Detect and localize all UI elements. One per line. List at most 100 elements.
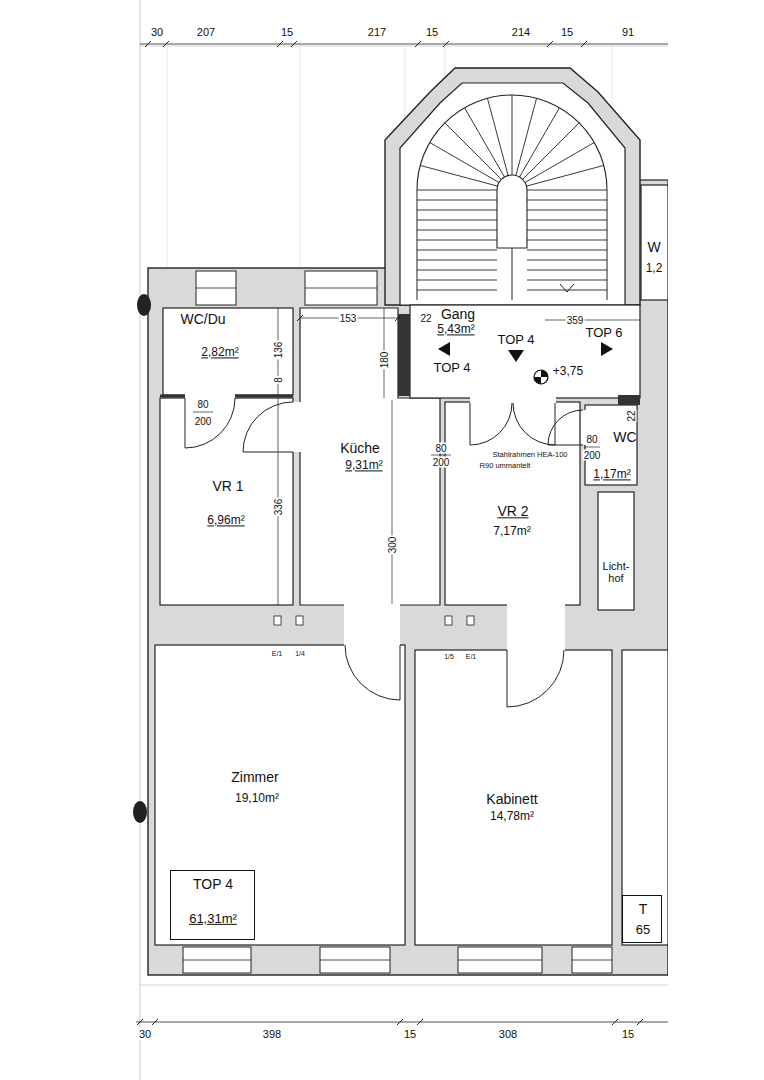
window-pane: [305, 288, 377, 289]
guide-line: [140, 0, 141, 1080]
window: [572, 947, 612, 973]
stair-step: [417, 270, 497, 271]
dimension-tick: [395, 315, 401, 321]
window-pane: [572, 960, 612, 961]
dimension: 398: [262, 1028, 282, 1040]
stairwell: [400, 83, 625, 305]
dimension-tick: [397, 1019, 403, 1025]
stair-side: [607, 190, 608, 300]
door-opening: [185, 393, 235, 399]
dimension: 30: [150, 26, 164, 38]
room-area: 19,10m²: [235, 792, 279, 805]
dimension-tick: [547, 41, 553, 47]
room: VR 2 7,17m²: [445, 402, 580, 605]
dimension: 15: [425, 26, 439, 38]
stair-step: [527, 260, 607, 261]
outlet-symbol: [445, 616, 452, 625]
stair-step: [417, 210, 497, 211]
dimension: 217: [367, 26, 387, 38]
window: [305, 271, 377, 305]
wall-dash: [235, 395, 293, 398]
guide-line: [140, 985, 668, 986]
area-box: T65: [622, 895, 662, 943]
dimension-line: [136, 1022, 668, 1023]
light-shaft: [598, 492, 634, 610]
room-area: 2,82m²: [201, 346, 238, 359]
stair-step: [527, 190, 607, 191]
door-swing: [548, 410, 583, 445]
room-name: WC/Du: [180, 312, 225, 327]
steel-wall: [398, 314, 410, 396]
dimension-tick: [291, 41, 297, 47]
level-mark: +3,75: [552, 365, 584, 378]
dimension-line: [545, 320, 640, 321]
room-name: WC: [613, 430, 636, 445]
outlet-symbol: [296, 616, 303, 625]
entry-arrow: [508, 350, 524, 362]
dimension: 300: [387, 536, 398, 555]
dimension: 308: [498, 1028, 518, 1040]
room-name: Kabinett: [486, 792, 537, 807]
room-name: Küche: [340, 441, 380, 456]
wall-mass: [148, 268, 668, 975]
dimension: 136: [273, 341, 284, 360]
dimension: 207: [196, 26, 216, 38]
door-swing: [345, 645, 400, 700]
beam-note: Stahlrahmen HEA-100: [491, 451, 568, 459]
guide-line: [167, 46, 168, 268]
dimension-line: [392, 400, 393, 604]
dimension-tick: [137, 1019, 143, 1025]
dimension-tick: [637, 1019, 643, 1025]
room-floor: [641, 185, 668, 300]
outlet-symbol: [274, 616, 281, 625]
room-area: 61,31m²: [189, 912, 237, 926]
dimension-tick: [145, 41, 151, 47]
unit-label: TOP 6: [584, 326, 623, 340]
room-floor: [163, 308, 293, 395]
room: W1,2: [641, 185, 668, 300]
stair-step: [417, 280, 497, 281]
dimension: 359: [566, 315, 585, 326]
dimension: 180: [379, 351, 390, 370]
dimension: 15: [560, 26, 574, 38]
stair-step: [417, 250, 497, 251]
room: Gang5,43m²: [410, 305, 640, 398]
dimension: 153: [339, 313, 358, 324]
room-name: W: [647, 240, 660, 255]
room-area: 7,17m²: [493, 525, 530, 538]
dimension: 214: [511, 26, 531, 38]
stair-step: [487, 98, 508, 175]
binder-hole: [137, 294, 151, 316]
door-size: 200: [432, 457, 451, 468]
stair-step: [417, 230, 497, 231]
room-name: VR 2: [497, 504, 528, 519]
dimension-tick: [417, 1019, 423, 1025]
stair-arrow: [560, 284, 574, 292]
door-swing: [470, 403, 512, 445]
room-name: VR 1: [212, 479, 243, 494]
entry-arrow: [438, 342, 450, 356]
window: [196, 271, 236, 305]
stair-step: [527, 280, 607, 281]
stair-step: [526, 165, 603, 186]
room-name: Licht- hof: [599, 560, 633, 584]
stair-line: [512, 248, 513, 300]
wall-dash: [160, 395, 185, 398]
dimension: 15: [403, 1028, 417, 1040]
dimension-tick: [415, 41, 421, 47]
entry-arrow: [601, 342, 613, 356]
room-floor: [622, 650, 668, 945]
stair-step: [417, 190, 497, 191]
stair-step: [516, 98, 537, 175]
guide-line: [300, 46, 301, 268]
stair-step: [527, 200, 607, 201]
unit-label: TOP 4: [432, 361, 471, 375]
stair-step: [527, 230, 607, 231]
guide-line: [140, 46, 668, 47]
stair-step: [417, 200, 497, 201]
fraction-line: [193, 412, 213, 413]
room-area: 1,17m²: [593, 468, 630, 481]
window: [458, 947, 542, 973]
dimension-tick: [152, 1019, 158, 1025]
